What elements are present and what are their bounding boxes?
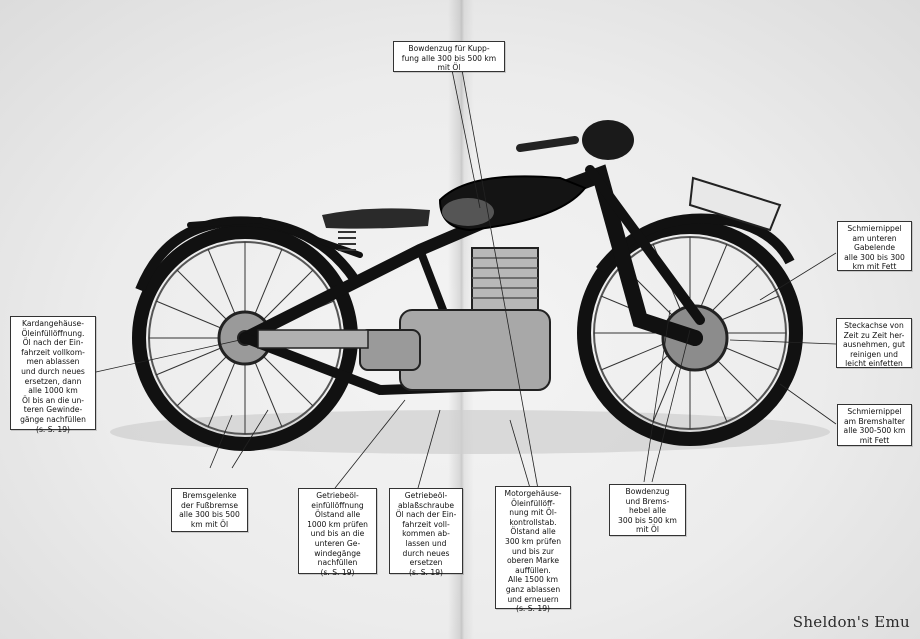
callout-brake-grease-nipple: Schmiernippel am Bremshalter alle 300-50…: [837, 404, 912, 446]
callout-gearbox-drain: Getriebeöl- ablaßschraube Öl nach der Ei…: [389, 488, 463, 577]
callout-gearbox-fill: Getriebeöl- einfüllöffnung Ölstand alle …: [298, 488, 377, 577]
callout-engine-oil: Motorgehäuse- Öleinfüllöff- nung mit Öl-…: [495, 486, 571, 613]
leader-lines: [95, 69, 837, 501]
callout-fork-grease-nipple: Schmiernippel am unteren Gabelende alle …: [837, 221, 912, 271]
callout-clutch-cable: Bowdenzug für Kupp- fung alle 300 bis 50…: [393, 41, 505, 72]
engine: [359, 247, 551, 391]
drive-shaft: [257, 329, 369, 349]
headlamp: [582, 120, 634, 160]
watermark: Sheldon's Emu: [792, 613, 910, 631]
callout-foot-brake: Bremsgelenke der Fußbremse alle 300 bis …: [171, 488, 248, 532]
saddle-spring: [338, 231, 356, 251]
knee-pad: [442, 198, 494, 226]
headlamp-shield: [688, 176, 782, 232]
handlebar: [516, 136, 579, 152]
saddle: [322, 208, 430, 229]
front-mudguard: [596, 213, 795, 274]
callout-cardan-housing: Kardangehäuse- Öleinfüllöffnung. Öl nach…: [10, 316, 96, 434]
callout-brake-cable: Bowdenzug und Brems- hebel alle 300 bis …: [609, 484, 686, 536]
callout-axle: Steckachse von Zeit zu Zeit her- ausnehm…: [836, 318, 912, 368]
